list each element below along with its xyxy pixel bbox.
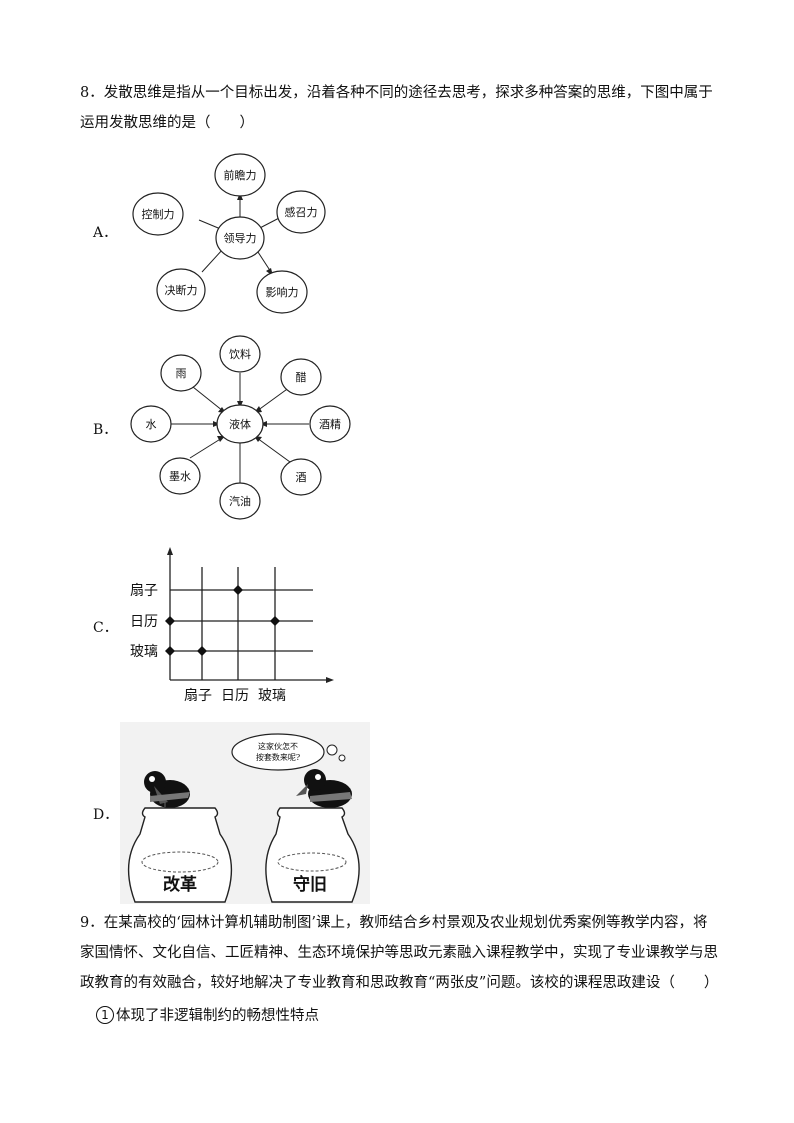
jar-right-icon: 守旧 — [265, 807, 360, 903]
option-a-label[interactable]: A． — [93, 225, 118, 241]
diagram-c-col-label: 扇子 — [184, 688, 212, 704]
option-d-label[interactable]: D． — [93, 807, 119, 823]
option-c-label[interactable]: C． — [93, 620, 118, 636]
thought-bubble — [231, 733, 325, 771]
diagram-b-node: 饮料 — [229, 347, 251, 361]
diagram-c-mark — [270, 616, 280, 626]
diagram-c-mark — [233, 585, 243, 595]
q9-stem-line1: 9．在某高校的‘园林计算机辅助制图’课上，教师结合乡村景观及农业规划优秀案例等教… — [80, 915, 708, 931]
diagram-a-node: 控制力 — [142, 207, 175, 221]
diagram-a-leadership: 领导力 前瞻力 感召力 影响力 决断力 控制力 — [132, 153, 326, 314]
circled-number-icon: 1 — [96, 1006, 114, 1024]
diagram-a-node: 决断力 — [165, 283, 198, 297]
diagram-a-node: 感召力 — [285, 206, 318, 219]
diagram-b-node: 酒精 — [319, 418, 341, 431]
diagram-c-row-label: 扇子 — [130, 583, 158, 599]
diagram-a-node: 影响力 — [266, 286, 299, 299]
diagram-c-col-label: 玻璃 — [258, 687, 286, 704]
diagram-c-marks — [165, 585, 280, 656]
crow-right-icon — [296, 769, 352, 808]
diagram-a-center: 领导力 — [224, 232, 257, 245]
bubble-text: 这家伙怎不 — [258, 741, 298, 751]
q8-stem-line1: 8．发散思维是指从一个目标出发，沿着各种不同的途径去思考，探求多种答案的思维，下… — [80, 85, 713, 101]
diagram-c-mark — [165, 646, 175, 656]
diagram-c-mark — [197, 646, 207, 656]
q9-stem-line2: 家国情怀、文化自信、工匠精神、生态环境保护等思政元素融入课程教学中，实现了专业课… — [80, 945, 718, 961]
diagram-a-node: 前瞻力 — [224, 168, 257, 182]
diagram-b-center: 液体 — [229, 417, 251, 431]
jar-left-icon: 改革 — [127, 807, 233, 903]
jar-right-label: 守旧 — [293, 874, 327, 895]
bubble-text: 按套数来呢? — [256, 752, 300, 762]
diagram-b-node: 醋 — [296, 370, 307, 384]
q9-option-1-text: 体现了非逻辑制约的畅想性特点 — [116, 1008, 319, 1024]
option-b-label[interactable]: B． — [93, 422, 118, 438]
diagram-c-matrix: 扇子 日历 玻璃 扇子 日历 玻璃 — [130, 547, 334, 704]
diagram-c-col-label: 日历 — [221, 688, 249, 704]
cartoon-illustration: 这家伙怎不 按套数来呢? 改革 守 — [127, 733, 360, 903]
jar-left-label: 改革 — [163, 874, 197, 895]
diagram-b-node: 雨 — [176, 367, 187, 380]
diagram-c-mark — [165, 616, 175, 626]
q8-stem-line2: 运用发散思维的是（ ） — [80, 115, 254, 131]
diagram-c-row-label: 玻璃 — [130, 643, 158, 660]
q9-stem-line3: 政教育的有效融合，较好地解决了专业教育和思政教育“两张皮”问题。该校的课程思政建… — [80, 975, 719, 991]
diagram-b-node: 汽油 — [229, 494, 251, 508]
diagram-b-liquid: 液体 饮料 醋 酒精 酒 汽油 墨水 水 雨 — [130, 335, 351, 520]
cartoon-crows-jars: 这家伙怎不 按套数来呢? 改革 守 — [120, 722, 370, 904]
diagram-b-node: 墨水 — [169, 470, 191, 483]
diagram-b-node: 酒 — [296, 471, 307, 484]
diagram-c-row-label: 日历 — [130, 614, 158, 630]
diagram-b-node: 水 — [146, 418, 157, 431]
